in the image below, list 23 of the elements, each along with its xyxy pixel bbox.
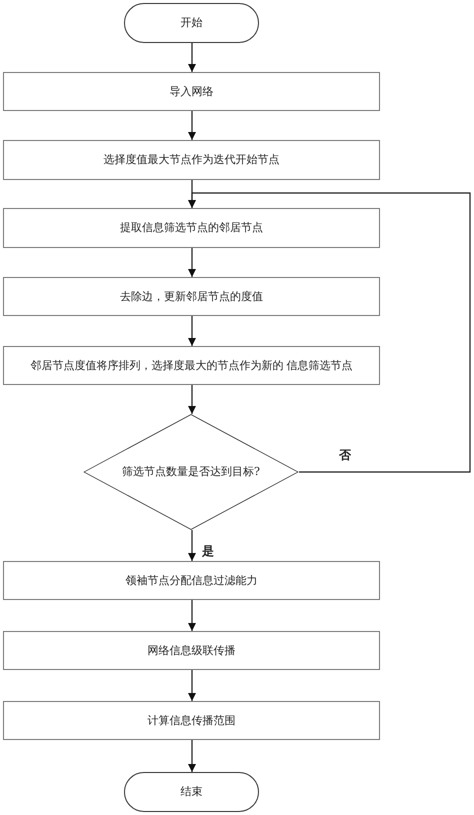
arrow [188, 111, 196, 140]
terminal-shape: 结束 [124, 772, 259, 812]
arrow [188, 600, 196, 631]
process-box: 网络信息级联传播 [3, 631, 380, 670]
process-box: 选择度值最大节点作为迭代开始节点 [3, 140, 380, 180]
process-box: 领袖节点分配信息过滤能力 [3, 561, 380, 600]
decision-diamond: 筛选节点数量是否达到目标? [83, 414, 299, 530]
edge-label: 否 [337, 448, 353, 462]
arrow [188, 248, 196, 277]
process-box: 去除边，更新邻居节点的度值 [3, 277, 380, 316]
arrow [188, 43, 196, 72]
arrow [188, 192, 471, 473]
process-box: 导入网络 [3, 72, 380, 111]
process-box: 计算信息传播范围 [3, 701, 380, 740]
edge-label: 是 [200, 544, 216, 558]
arrow [188, 530, 196, 561]
process-box: 邻居节点度值将序排列，选择度最大的节点作为新的 信息筛选节点 [3, 346, 380, 385]
arrow [188, 670, 196, 701]
terminal-shape: 开始 [124, 3, 259, 43]
arrow [188, 740, 196, 772]
arrow [188, 316, 196, 346]
arrow [188, 385, 196, 414]
process-box: 提取信息筛选节点的邻居节点 [3, 208, 380, 248]
